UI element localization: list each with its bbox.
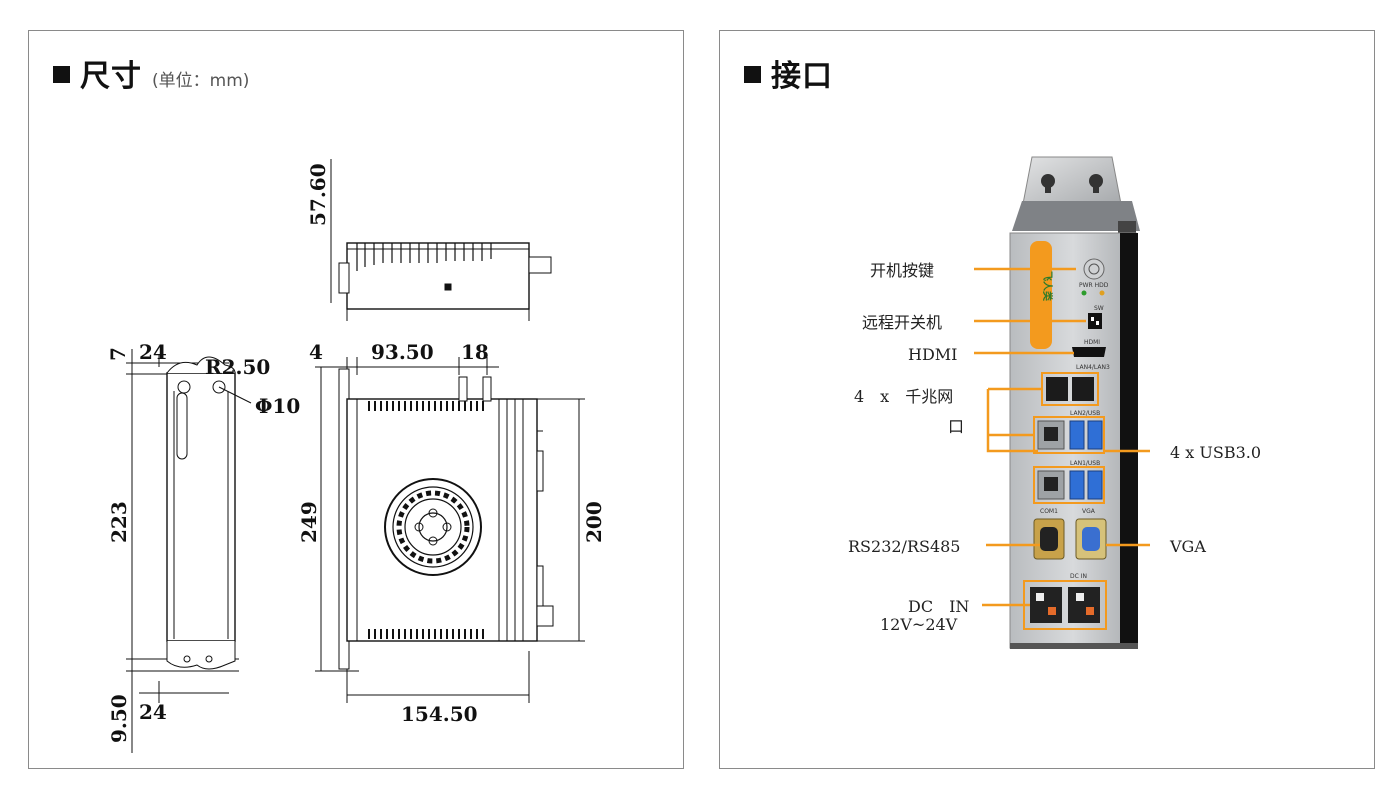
dim-154-50: 154.50 <box>401 702 478 726</box>
svg-text:飞人类: 飞人类 <box>1041 271 1054 301</box>
svg-text:LAN4/LAN3: LAN4/LAN3 <box>1076 364 1110 371</box>
dim-18: 18 <box>461 340 489 364</box>
title-square-icon <box>53 66 70 83</box>
mounting-bracket <box>1021 156 1123 210</box>
right-view-body <box>346 398 538 642</box>
fins-top <box>368 401 484 411</box>
dim-200: 200 <box>582 501 606 543</box>
svg-text:LAN2/USB: LAN2/USB <box>1070 410 1100 417</box>
interfaces-panel: 接口 飞人类 <box>719 30 1375 769</box>
interfaces-title: 接口 <box>744 51 833 95</box>
dc-in-connector-icon <box>1030 587 1062 623</box>
dim-24-bottom: 24 <box>139 700 167 724</box>
svg-text:DC IN: DC IN <box>1070 573 1087 580</box>
callout-vga: VGA <box>1169 537 1206 556</box>
dim-hole: Φ10 <box>255 394 300 418</box>
usb-port-icon <box>1087 470 1103 500</box>
svg-text:PWR HDD: PWR HDD <box>1079 282 1109 289</box>
callout-lines <box>974 267 1150 607</box>
dim-93-50: 93.50 <box>371 340 434 364</box>
power-button-icon <box>1083 258 1105 280</box>
usb-port-icon <box>1069 470 1085 500</box>
device-side <box>1120 233 1138 648</box>
svg-text:HDMI: HDMI <box>1084 339 1100 346</box>
top-view-body <box>346 242 530 310</box>
dim-4: 4 <box>309 340 323 364</box>
dim-57-60: 57.60 <box>306 163 330 226</box>
svg-text:COM1: COM1 <box>1040 508 1058 515</box>
svg-text:SW: SW <box>1094 305 1104 312</box>
callout-dc-line2: 12V~24V <box>880 615 958 634</box>
dim-radius: R2.50 <box>205 355 270 379</box>
dimension-drawing: 57.60 7 24 R2.50 Φ10 223 9.50 24 4 93.50… <box>106 159 606 753</box>
unit-note: (单位：mm) <box>152 71 250 91</box>
hdmi-port-icon <box>1072 347 1106 357</box>
callout-lan-line2: 口 <box>948 417 964 436</box>
lan-port-icon <box>1046 377 1068 401</box>
svg-text:LAN1/USB: LAN1/USB <box>1070 460 1100 467</box>
interfaces-heading: 接口 <box>771 59 833 94</box>
dimensions-heading: 尺寸 <box>80 59 142 94</box>
callout-lan-line1: 4 x 千兆网 <box>854 387 953 406</box>
dim-223: 223 <box>107 501 131 543</box>
interface-illustration: 飞人类 PWR HDD SW HDMI LAN4/LAN3 LAN2/USB L… <box>848 156 1261 649</box>
dimensions-title: 尺寸 (单位：mm) <box>53 51 249 95</box>
svg-text:VGA: VGA <box>1082 508 1096 515</box>
callout-serial: RS232/RS485 <box>848 537 960 556</box>
callout-dc-line1: DC IN <box>908 597 969 616</box>
callout-power-button: 开机按键 <box>870 261 934 280</box>
lan-port-icon <box>1072 377 1094 401</box>
fins-bottom <box>368 629 484 639</box>
fan-grill-icon <box>384 478 482 576</box>
callout-usb: 4 x USB3.0 <box>1170 443 1261 462</box>
dim-24-top: 24 <box>139 340 167 364</box>
top-view-fins <box>356 243 492 271</box>
callout-remote-switch: 远程开关机 <box>862 313 942 332</box>
remote-switch-icon <box>1088 313 1102 329</box>
usb-port-icon <box>1069 420 1085 450</box>
callout-hdmi: HDMI <box>908 345 957 364</box>
dimensions-panel: 尺寸 (单位：mm) <box>28 30 684 769</box>
dim-7: 7 <box>106 347 130 361</box>
dim-9-50: 9.50 <box>107 694 131 743</box>
dim-249: 249 <box>297 501 321 543</box>
usb-port-icon <box>1087 420 1103 450</box>
title-square-icon <box>744 66 761 83</box>
